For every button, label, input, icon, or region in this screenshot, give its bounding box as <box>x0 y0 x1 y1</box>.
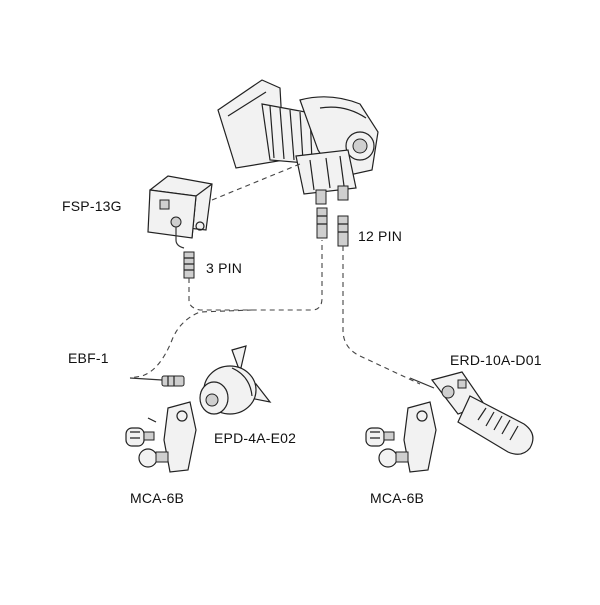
connector-ebf-icon <box>129 375 185 387</box>
label-epd-4a-e02: EPD-4A-E02 <box>214 430 297 446</box>
erd-10a-d01-grip-icon <box>409 371 534 455</box>
label-3-pin: 3 PIN <box>206 260 243 276</box>
epd-4a-e02-demand-icon <box>199 345 272 415</box>
label-ebf-1: EBF-1 <box>68 350 109 366</box>
label-erd-10a-d01: ERD-10A-D01 <box>450 352 542 368</box>
label-mca-6b-right: MCA-6B <box>370 490 425 506</box>
mca-6b-clamp-left-icon <box>125 401 197 473</box>
connector-12pin-icon <box>316 207 349 247</box>
mca-6b-clamp-right-icon <box>365 401 437 473</box>
fsp-13g-unit-icon <box>147 175 213 249</box>
label-fsp-13g: FSP-13G <box>62 198 122 214</box>
connector-3pin-icon <box>183 251 195 279</box>
lens-icon <box>217 79 379 205</box>
label-12-pin: 12 PIN <box>358 228 402 244</box>
label-mca-6b-left: MCA-6B <box>130 490 185 506</box>
